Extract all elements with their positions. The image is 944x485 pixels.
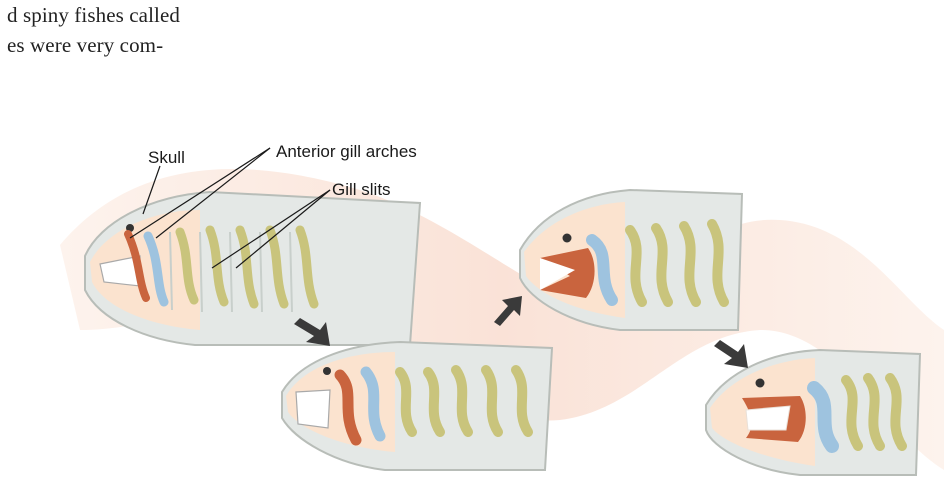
fish-3-eye: [563, 234, 572, 243]
fish-2-mouth: [296, 390, 330, 428]
fish-4-gill-arches: [846, 378, 902, 446]
label-skull: Skull: [148, 148, 185, 168]
fish-4-eye: [756, 379, 765, 388]
fish-4-teeth: [746, 406, 790, 430]
fish-stage-3: [520, 190, 742, 330]
fish-stage-1: [85, 192, 420, 345]
fish-stage-2: [282, 342, 552, 470]
label-gill-slits: Gill slits: [332, 180, 391, 200]
arrow-3: [714, 340, 748, 368]
fish-stage-4: [706, 350, 920, 475]
fish-2-eye: [323, 367, 331, 375]
label-anterior-gill-arches: Anterior gill arches: [276, 142, 417, 162]
